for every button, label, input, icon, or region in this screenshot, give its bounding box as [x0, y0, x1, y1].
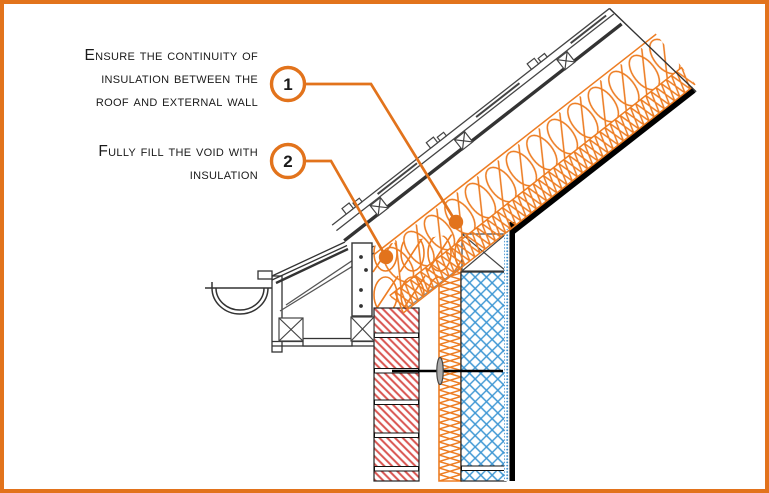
leader-dot-1 — [448, 214, 464, 230]
eaves-tray — [271, 241, 349, 285]
leader-dot-2 — [378, 249, 394, 265]
plaster-parge-strip — [504, 229, 510, 481]
fixing-dots — [359, 255, 368, 308]
callout-1-number: 1 — [283, 75, 292, 94]
annotation-2-line: insulation — [189, 166, 258, 183]
outer-leaf-brickwork — [373, 307, 420, 482]
annotation-1-text: Ensure the continuity of insulation betw… — [4, 44, 258, 113]
fascia-board — [257, 270, 283, 353]
annotation-2-line: Fully fill the void with — [98, 143, 258, 160]
leader-line-2 — [306, 159, 394, 265]
annotation-2-text: Fully fill the void with insulation — [4, 140, 258, 186]
leader-line-1 — [305, 82, 464, 230]
roof-tiles — [331, 7, 615, 232]
roof-plasterboard — [510, 87, 696, 235]
timber-blocking — [278, 316, 375, 342]
sarking-membrane — [343, 22, 623, 243]
wall-plasterboard — [509, 222, 515, 481]
annotation-1-line: roof and external wall — [95, 93, 258, 110]
gutter — [205, 282, 272, 315]
wall-tie — [392, 356, 503, 386]
tile-battens — [369, 50, 576, 217]
callout-2-number: 2 — [283, 152, 292, 171]
inner-leaf-blockwork — [460, 271, 507, 482]
annotation-1-line: Ensure the continuity of — [84, 47, 258, 64]
annotation-1-line: insulation between the — [101, 70, 258, 87]
callout-1: 1 — [269, 65, 307, 103]
callout-2: 2 — [269, 142, 307, 180]
section-cut-line — [609, 7, 697, 93]
eaves-timber — [351, 242, 373, 317]
tile-interlock-nibs — [341, 52, 549, 215]
